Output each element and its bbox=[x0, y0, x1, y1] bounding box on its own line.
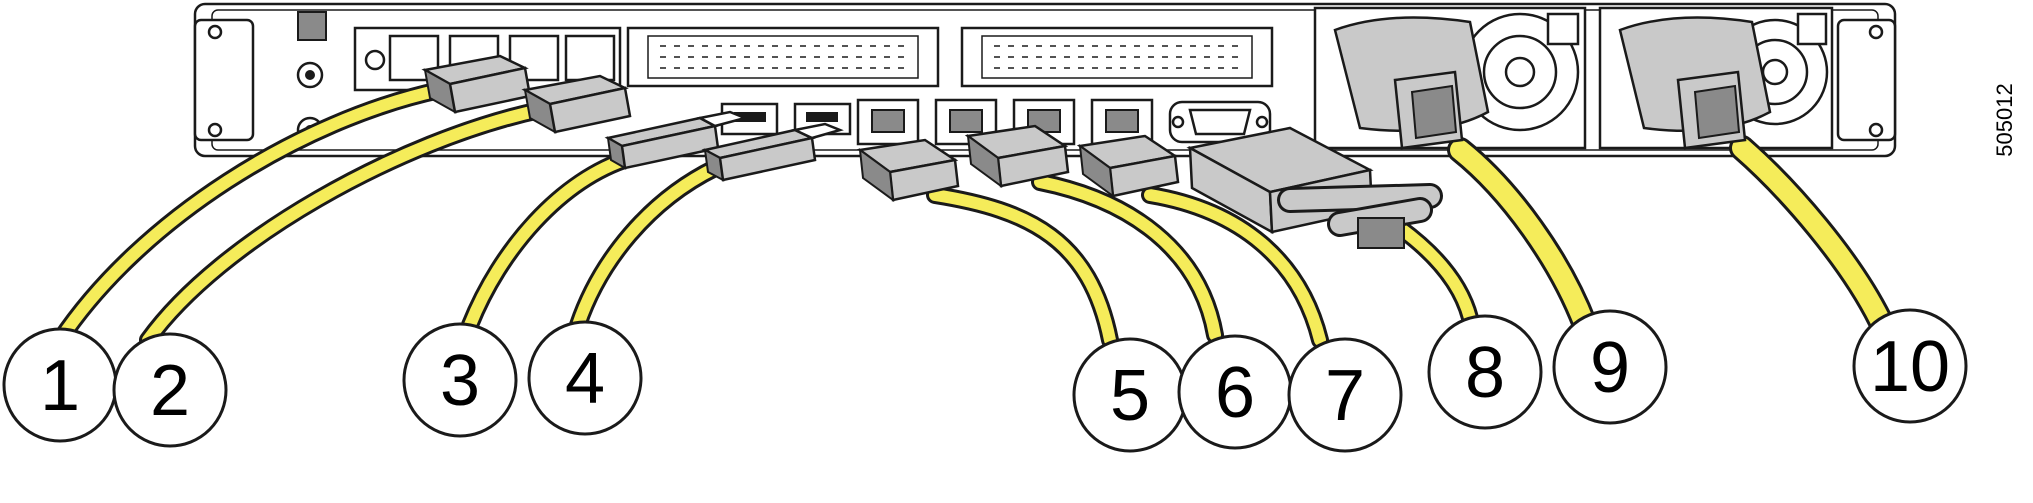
callout-6: 6 bbox=[1177, 334, 1293, 450]
callout-1: 1 bbox=[2, 327, 118, 443]
left-rack-ear bbox=[193, 18, 255, 142]
rj45-connector-6 bbox=[964, 124, 1070, 189]
callout-5-label: 5 bbox=[1110, 356, 1150, 436]
callout-7: 7 bbox=[1287, 337, 1403, 453]
sfp-connector-2 bbox=[521, 74, 632, 134]
callout-7-label: 7 bbox=[1325, 356, 1365, 436]
power-cord-connector-9 bbox=[1333, 16, 1490, 150]
callouts: 1 2 3 4 5 6 7 8 bbox=[2, 308, 1968, 453]
connectors bbox=[421, 16, 1772, 249]
callout-1-label: 1 bbox=[40, 346, 80, 426]
callout-4: 4 bbox=[527, 320, 643, 436]
pcie-slot-1 bbox=[626, 26, 940, 88]
rj45-connector-5 bbox=[856, 138, 960, 203]
right-rack-ear bbox=[1836, 18, 1897, 142]
callout-8-label: 8 bbox=[1465, 333, 1505, 413]
cables bbox=[51, 81, 1893, 349]
callout-4-label: 4 bbox=[565, 339, 605, 419]
callout-9-label: 9 bbox=[1590, 328, 1630, 408]
usb-connector-3 bbox=[604, 110, 749, 170]
figure-id: 505012 bbox=[1992, 83, 2017, 156]
callout-3-label: 3 bbox=[440, 341, 480, 421]
callout-5: 5 bbox=[1072, 337, 1188, 453]
callout-2: 2 bbox=[112, 332, 228, 448]
callout-6-label: 6 bbox=[1215, 353, 1255, 433]
usb-connector-4 bbox=[701, 122, 844, 182]
power-cord-connector-10 bbox=[1618, 16, 1772, 150]
callout-10-label: 10 bbox=[1870, 327, 1950, 407]
pcie-slot-2 bbox=[960, 26, 1274, 88]
sfp-connector-1 bbox=[421, 54, 532, 114]
vga-connector-8 bbox=[1186, 126, 1443, 249]
callout-3: 3 bbox=[402, 322, 518, 438]
callout-8: 8 bbox=[1427, 314, 1543, 430]
callout-9: 9 bbox=[1552, 309, 1668, 425]
rj45-connector-7 bbox=[1076, 134, 1180, 199]
callout-2-label: 2 bbox=[150, 351, 190, 431]
callout-10: 10 bbox=[1852, 308, 1968, 424]
